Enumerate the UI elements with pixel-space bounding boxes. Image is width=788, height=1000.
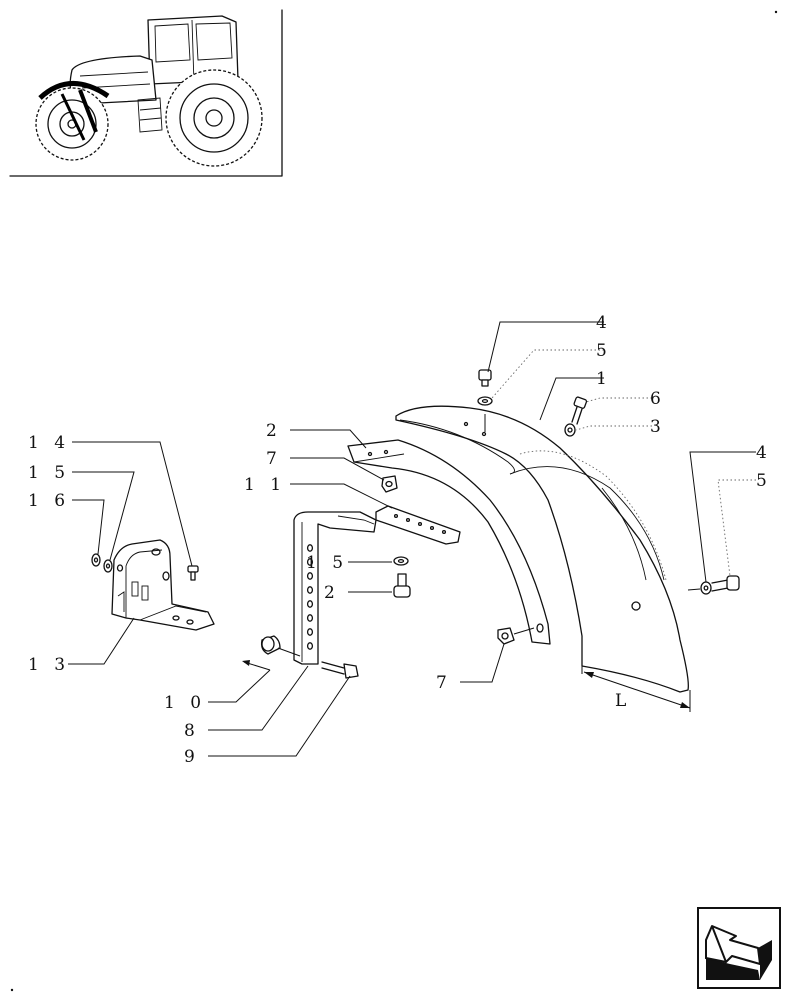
- callout-5: 5: [596, 341, 612, 361]
- callout-4: 4: [756, 443, 772, 463]
- perforated-plate: [375, 505, 461, 545]
- bolt-icon: [393, 573, 411, 598]
- callout-10: 1 0: [164, 693, 206, 713]
- callout-16: 1 6: [28, 491, 70, 511]
- bolt-icon: [321, 661, 359, 679]
- washer-icon: [91, 553, 101, 567]
- callout-7: 7: [436, 673, 452, 693]
- washer-icon: [393, 556, 409, 566]
- callout-labels: 4 5 1 6 3 2 7 1 1 1 5 2 1 4 1 5 1 6 1 3 …: [28, 313, 772, 767]
- dimension-l: L: [581, 640, 691, 712]
- mounting-bracket: [111, 539, 215, 631]
- callout-6: 6: [650, 389, 666, 409]
- callout-13: 1 3: [28, 655, 70, 675]
- washer-icon: [477, 396, 493, 406]
- leader-lines: [68, 321, 756, 757]
- bolt-icon: [478, 369, 492, 387]
- callout-5: 5: [756, 471, 772, 491]
- callout-2: 2: [266, 421, 282, 441]
- callout-2: 2: [324, 583, 340, 603]
- callout-7: 7: [266, 449, 282, 469]
- callout-8: 8: [184, 721, 200, 741]
- corner-mark: [10, 988, 14, 992]
- spacer-icon: [260, 635, 301, 657]
- callout-9: 9: [184, 747, 200, 767]
- corner-mark: [774, 10, 778, 14]
- callout-1: 1: [596, 369, 612, 389]
- callout-3: 3: [650, 417, 666, 437]
- tractor-thumbnail-icon: [9, 9, 283, 177]
- front-fender: [395, 405, 689, 693]
- bolt-icon: [187, 565, 199, 581]
- washer-icon: [564, 423, 576, 437]
- nut-icon: [381, 475, 398, 493]
- callout-4: 4: [596, 313, 612, 333]
- bolt-icon: [687, 575, 740, 592]
- next-page-arrow-icon[interactable]: [697, 907, 781, 989]
- direction-arrow: [242, 660, 271, 671]
- support-arm-holes: [306, 544, 314, 650]
- callout-15: 1 5: [28, 463, 70, 483]
- fender-bracket: [347, 439, 551, 645]
- washer-icon: [700, 581, 712, 595]
- washer-icon: [103, 559, 113, 573]
- callout-15: 1 5: [306, 553, 348, 573]
- callout-11: 1 1: [244, 475, 286, 495]
- nut-icon: [497, 627, 535, 645]
- support-arm: [293, 511, 377, 665]
- bolt-icon: [571, 396, 588, 425]
- callout-14: 1 4: [28, 433, 70, 453]
- dimension-label: L: [615, 691, 631, 711]
- fasteners: [91, 369, 740, 679]
